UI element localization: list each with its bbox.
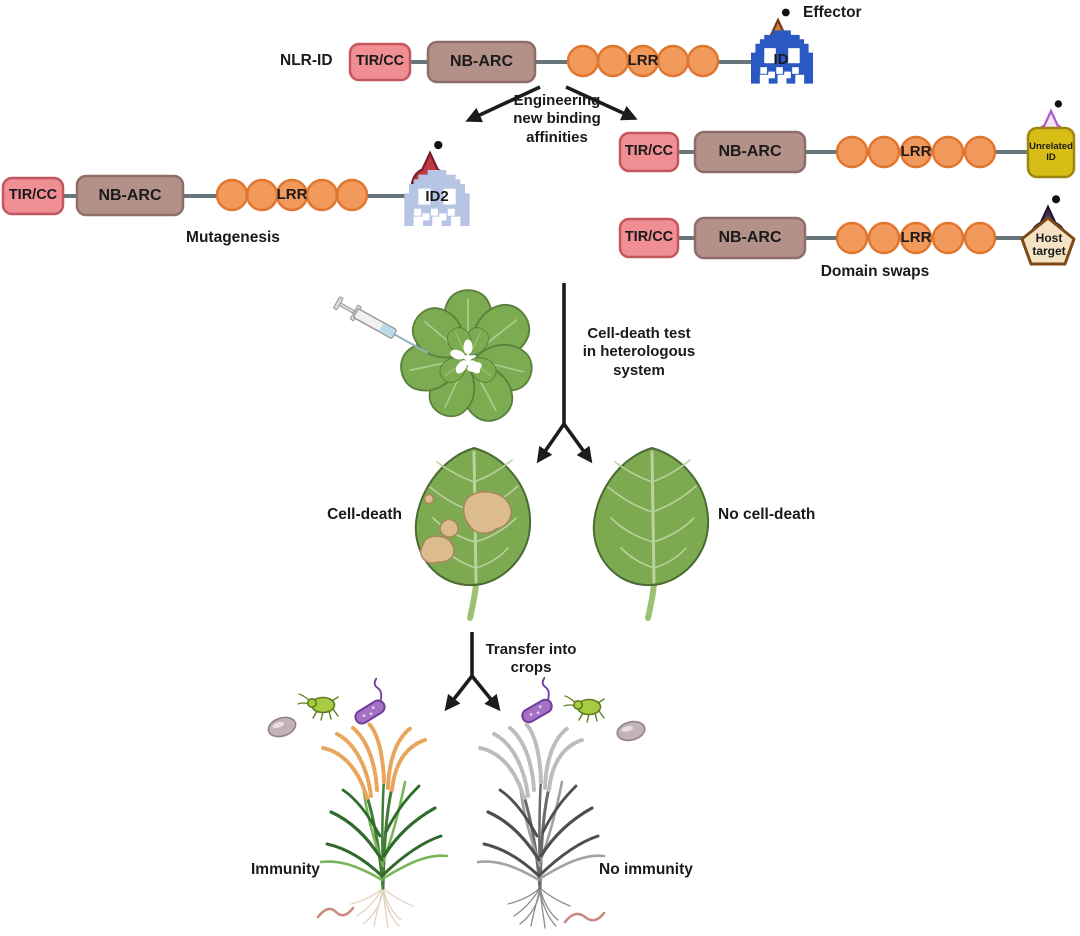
aphid-icon — [297, 693, 339, 721]
bacterium-icon — [342, 677, 394, 727]
unrelated-id-box — [1026, 126, 1076, 179]
benthamiana-plant — [395, 289, 540, 430]
spore-icon — [265, 713, 299, 741]
tir-cc-box-1 — [348, 42, 412, 82]
pathogens-right — [509, 676, 648, 924]
tir-cc-box-3 — [618, 131, 680, 173]
arrow-to-celldeath-leaf — [536, 422, 566, 464]
lrr-circles-1 — [566, 44, 720, 78]
lrr-circles-4 — [835, 221, 997, 255]
bacterium-icon — [509, 676, 562, 726]
host-target-pentagon — [1020, 216, 1076, 266]
cell-death-leaf — [416, 448, 530, 618]
tir-cc-box-4 — [618, 217, 680, 259]
nb-arc-box-1 — [426, 40, 537, 84]
flow-arrows — [444, 85, 638, 712]
id-domain-ghost-blue — [751, 30, 813, 84]
arrow-to-immune-crop — [444, 674, 474, 712]
tir-cc-box-2 — [1, 176, 65, 216]
lrr-circles-3 — [835, 135, 997, 169]
aphid-icon — [563, 695, 605, 723]
healthy-leaf — [594, 448, 708, 618]
arrow-to-mutagenesis — [465, 85, 541, 123]
lrr-circles-2 — [215, 178, 369, 212]
arrow-to-domain-swaps — [565, 85, 638, 121]
arrow-to-susceptible-crop — [470, 674, 501, 712]
immune-rice-plant — [321, 724, 447, 928]
susceptible-rice-plant — [478, 724, 604, 928]
nematode-icon — [563, 911, 606, 924]
syringe — [333, 296, 428, 354]
spore-icon — [614, 718, 648, 744]
flower — [450, 339, 482, 374]
nb-arc-box-2 — [75, 174, 185, 217]
necrotic-lesions — [419, 491, 512, 564]
arrow-to-healthy-leaf — [562, 422, 593, 464]
pathogens-left — [265, 677, 394, 919]
nb-arc-box-3 — [693, 130, 807, 174]
nb-arc-box-4 — [693, 216, 807, 260]
nematode-icon — [316, 906, 355, 919]
